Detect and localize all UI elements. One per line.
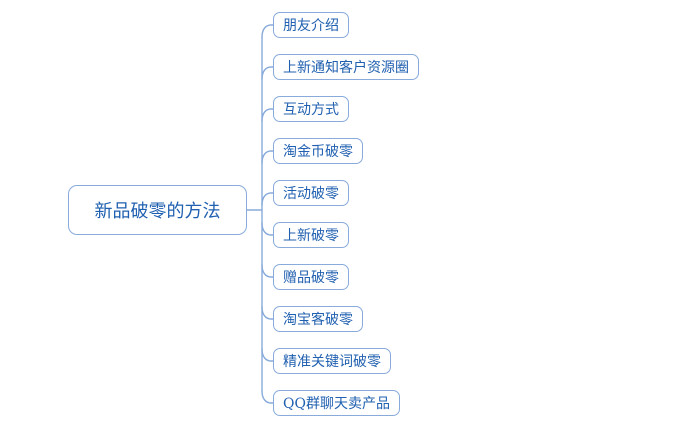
child-node[interactable]: 赠品破零 bbox=[273, 264, 349, 290]
child-node[interactable]: 互动方式 bbox=[273, 96, 349, 122]
child-node[interactable]: 活动破零 bbox=[273, 180, 349, 206]
child-node[interactable]: 淘宝客破零 bbox=[273, 306, 363, 332]
child-node[interactable]: 上新通知客户资源圈 bbox=[273, 54, 419, 80]
child-node[interactable]: 朋友介绍 bbox=[273, 12, 349, 38]
child-node[interactable]: 淘金币破零 bbox=[273, 138, 363, 164]
root-node[interactable]: 新品破零的方法 bbox=[68, 185, 247, 235]
child-node[interactable]: 精准关键词破零 bbox=[273, 348, 391, 374]
child-node[interactable]: 上新破零 bbox=[273, 222, 349, 248]
child-node[interactable]: QQ群聊天卖产品 bbox=[273, 390, 400, 416]
